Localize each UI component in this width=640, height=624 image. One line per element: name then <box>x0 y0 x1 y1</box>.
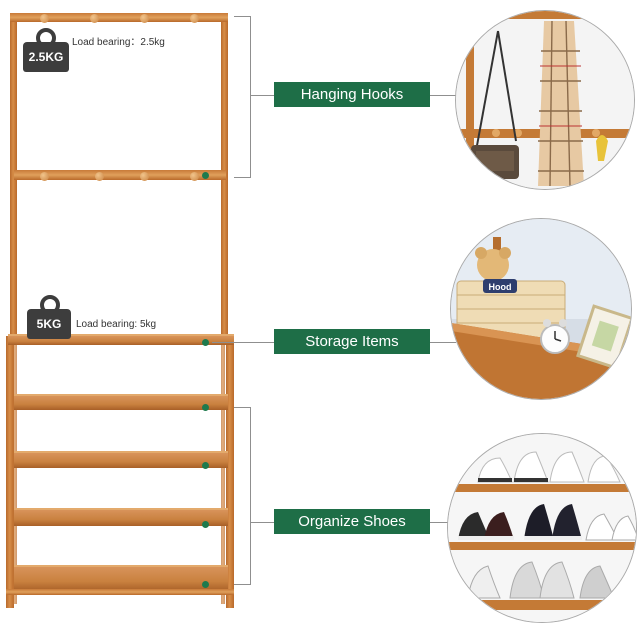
weight-badge-top: 2.5KG <box>23 42 69 72</box>
hook <box>190 172 199 181</box>
svg-text:Hood: Hood <box>489 282 512 292</box>
marker-dot <box>202 462 209 469</box>
marker-dot <box>202 172 209 179</box>
label-hanging-hooks: Hanging Hooks <box>274 82 430 107</box>
marker-dot <box>202 581 209 588</box>
hook <box>140 14 149 23</box>
bracket-hooks <box>234 16 251 178</box>
connector-shoes-right <box>430 522 456 523</box>
marker-dot <box>202 521 209 528</box>
weight-icon-mid: 5KG <box>27 295 71 341</box>
connector-shoes <box>250 522 274 523</box>
hook <box>40 14 49 23</box>
connector-hooks-right <box>430 95 456 96</box>
hook <box>40 172 49 181</box>
connector-storage-right <box>430 342 456 343</box>
hook <box>190 14 199 23</box>
lower-right-post <box>226 336 234 608</box>
label-text: Storage Items <box>305 333 399 350</box>
detail-photo-hooks <box>455 10 635 190</box>
lower-left-post-inner <box>13 342 17 604</box>
left-upright <box>10 14 17 344</box>
shoe-shelf <box>14 508 228 526</box>
hook <box>90 14 99 23</box>
shoes-scene <box>448 434 636 622</box>
top-bar <box>10 13 228 22</box>
hook <box>95 172 104 181</box>
label-storage-items: Storage Items <box>274 329 430 354</box>
bracket-shoes <box>234 407 251 585</box>
hooks-scene <box>456 11 634 189</box>
label-text: Hanging Hooks <box>300 86 404 103</box>
hook-bar <box>14 170 226 180</box>
label-organize-shoes: Organize Shoes <box>274 509 430 534</box>
shoe-shelf <box>14 451 228 468</box>
storage-shelf <box>8 334 234 345</box>
lower-left-post <box>6 336 14 608</box>
weight-icon-top: 2.5KG <box>23 28 69 74</box>
shoe-shelf <box>14 394 228 410</box>
lower-right-post-inner <box>221 342 225 604</box>
shoe-shelf <box>14 565 228 591</box>
load-bearing-mid: Load bearing: 5kg <box>76 319 157 330</box>
hook <box>140 172 149 181</box>
storage-scene: Hood <box>451 219 631 399</box>
bottom-rail <box>6 589 234 595</box>
connector-storage-left <box>212 342 274 343</box>
detail-photo-storage: Hood <box>450 218 632 400</box>
label-text: Organize Shoes <box>298 513 406 530</box>
connector-hooks <box>250 95 274 96</box>
load-bearing-top: Load bearing：2.5kg <box>72 37 165 48</box>
weight-badge-mid: 5KG <box>27 309 71 339</box>
marker-dot <box>202 404 209 411</box>
detail-photo-shoes <box>447 433 637 623</box>
marker-dot <box>202 339 209 346</box>
